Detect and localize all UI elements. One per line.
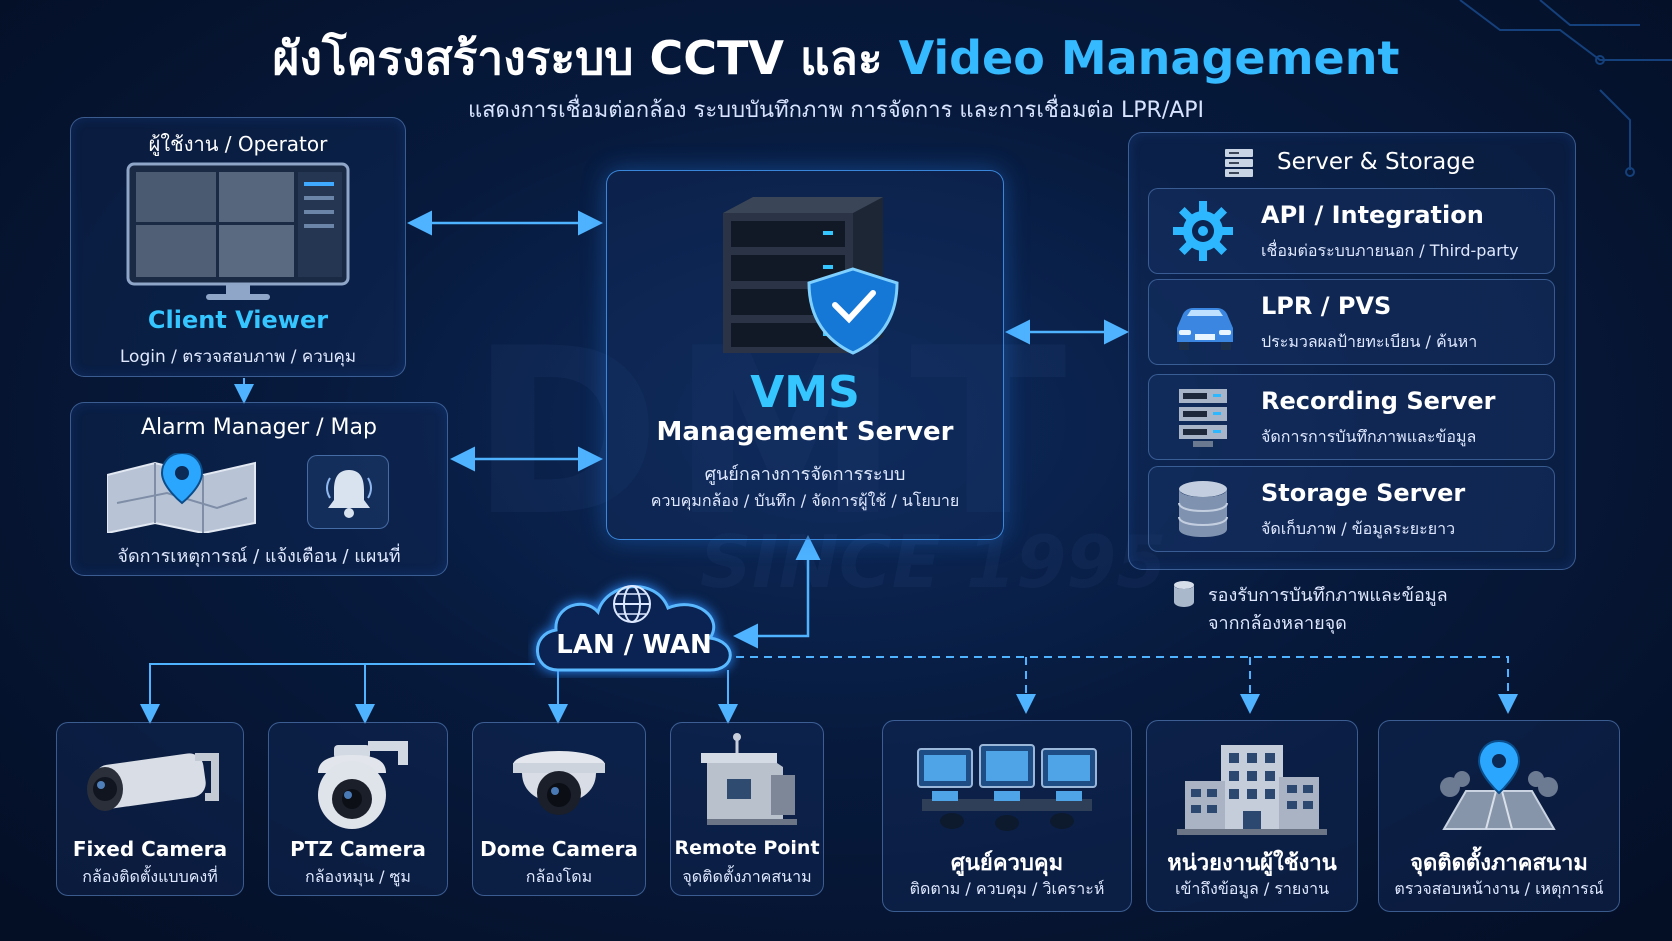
storage-desc: จัดเก็บภาพ / ข้อมูลระยะยาว bbox=[1261, 519, 1456, 538]
network-cloud: LAN / WAN bbox=[528, 560, 740, 678]
server-rack-icon bbox=[1179, 389, 1227, 447]
fixed-camera-desc: กล้องติดตั้งแบบคงที่ bbox=[82, 867, 218, 886]
cloud-icon bbox=[536, 585, 732, 672]
fixed-camera-title: Fixed Camera bbox=[72, 837, 228, 861]
alarm-panel: Alarm Manager / Map จัดการเหตุการณ์ / แจ… bbox=[70, 402, 448, 576]
database-note-icon bbox=[1174, 581, 1194, 607]
client-viewer-desc: Login / ตรวจสอบภาพ / ควบคุม bbox=[119, 347, 357, 367]
page-title: ผังโครงสร้างระบบ CCTV และ Video Manageme… bbox=[0, 22, 1672, 95]
alarm-desc: จัดการเหตุการณ์ / แจ้งเตือน / แผนที่ bbox=[117, 546, 401, 567]
field-site-title: จุดติดตั้งภาคสนาม bbox=[1410, 851, 1588, 876]
circuit-decoration bbox=[1459, 0, 1672, 177]
recording-desc: จัดการการบันทึกภาพและข้อมูล bbox=[1261, 427, 1477, 446]
alarm-bell-box bbox=[307, 455, 389, 529]
storage-note-2: จากกล้องหลายจุด bbox=[1208, 613, 1347, 634]
api-title: API / Integration bbox=[1261, 201, 1484, 229]
control-room-icon bbox=[917, 744, 1097, 831]
remote-building-icon bbox=[701, 733, 797, 825]
vms-panel: VMS Management Server ศูนย์กลางการจัดการ… bbox=[606, 170, 1004, 540]
control-center-title: ศูนย์ควบคุม bbox=[950, 851, 1064, 876]
alarm-heading: Alarm Manager / Map bbox=[141, 415, 377, 440]
server-shield-icon bbox=[723, 197, 899, 355]
page-subtitle: แสดงการเชื่อมต่อกล้อง ระบบบันทึกภาพ การจ… bbox=[467, 98, 1205, 123]
storage-note-1: รองรับการบันทึกภาพและข้อมูล bbox=[1208, 585, 1448, 606]
database-icon bbox=[1178, 481, 1228, 537]
fixed-camera-card: Fixed Camera กล้องติดตั้งแบบคงที่ bbox=[56, 722, 244, 896]
bullet-camera-icon bbox=[87, 753, 219, 811]
dome-camera-icon bbox=[513, 751, 605, 815]
title-highlight: Video Management bbox=[898, 31, 1400, 85]
server-small-icon bbox=[1225, 149, 1253, 177]
operator-heading: ผู้ใช้งาน / Operator bbox=[148, 132, 328, 156]
vms-desc-2: ควบคุมกล้อง / บันทึก / จัดการผู้ใช้ / นโ… bbox=[650, 491, 960, 510]
user-agency-card: หน่วยงานผู้ใช้งาน เข้าถึงข้อมูล / รายงาน bbox=[1146, 720, 1358, 912]
remote-point-card: Remote Point จุดติดตั้งภาคสนาม bbox=[670, 722, 824, 896]
operator-panel: ผู้ใช้งาน / Operator Client Viewer Login… bbox=[70, 117, 406, 377]
title-text: ผังโครงสร้างระบบ CCTV และ bbox=[272, 31, 899, 85]
vms-title: VMS bbox=[750, 367, 860, 418]
car-icon bbox=[1177, 308, 1233, 350]
office-building-icon bbox=[1177, 745, 1327, 835]
gear-icon bbox=[1173, 201, 1233, 261]
lpr-row: LPR / PVS ประมวลผลป้ายทะเบียน / ค้นหา bbox=[1148, 279, 1555, 365]
control-center-card: ศูนย์ควบคุม ติดตาม / ควบคุม / วิเคราะห์ bbox=[882, 720, 1132, 912]
network-label: LAN / WAN bbox=[556, 630, 712, 660]
bell-icon bbox=[326, 470, 372, 518]
ptz-camera-desc: กล้องหมุน / ซูม bbox=[305, 867, 411, 886]
api-integration-row: API / Integration เชื่อมต่อระบบภายนอก / … bbox=[1148, 188, 1555, 274]
vms-desc-1: ศูนย์กลางการจัดการระบบ bbox=[704, 464, 906, 485]
storage-title: Storage Server bbox=[1261, 479, 1466, 507]
monitor-icon bbox=[126, 162, 350, 300]
storage-server-row: Storage Server จัดเก็บภาพ / ข้อมูลระยะยา… bbox=[1148, 466, 1555, 552]
lpr-desc: ประมวลผลป้ายทะเบียน / ค้นหา bbox=[1261, 332, 1478, 351]
control-center-desc: ติดตาม / ควบคุม / วิเคราะห์ bbox=[909, 879, 1105, 898]
remote-point-title: Remote Point bbox=[674, 837, 820, 859]
client-viewer-label: Client Viewer bbox=[147, 306, 329, 334]
user-agency-desc: เข้าถึงข้อมูล / รายงาน bbox=[1174, 879, 1330, 898]
ptz-camera-card: PTZ Camera กล้องหมุน / ซูม bbox=[268, 722, 448, 896]
map-icon bbox=[107, 453, 256, 533]
user-agency-title: หน่วยงานผู้ใช้งาน bbox=[1167, 851, 1337, 876]
dome-camera-card: Dome Camera กล้องโดม bbox=[472, 722, 646, 896]
field-site-desc: ตรวจสอบหน้างาน / เหตุการณ์ bbox=[1394, 879, 1604, 898]
api-desc: เชื่อมต่อระบบภายนอก / Third-party bbox=[1261, 241, 1519, 260]
recording-title: Recording Server bbox=[1261, 387, 1496, 415]
dome-camera-title: Dome Camera bbox=[480, 837, 638, 861]
remote-point-desc: จุดติดตั้งภาคสนาม bbox=[682, 867, 812, 886]
recording-server-row: Recording Server จัดการการบันทึกภาพและข้… bbox=[1148, 374, 1555, 460]
field-site-card: จุดติดตั้งภาคสนาม ตรวจสอบหน้างาน / เหตุก… bbox=[1378, 720, 1620, 912]
ptz-camera-icon bbox=[318, 741, 408, 829]
field-location-icon bbox=[1440, 739, 1558, 830]
dome-camera-desc: กล้องโดม bbox=[525, 867, 593, 886]
lpr-title: LPR / PVS bbox=[1261, 292, 1392, 320]
vms-subtitle: Management Server bbox=[656, 417, 954, 447]
server-storage-heading: Server & Storage bbox=[1277, 149, 1475, 175]
ptz-camera-title: PTZ Camera bbox=[290, 837, 426, 861]
